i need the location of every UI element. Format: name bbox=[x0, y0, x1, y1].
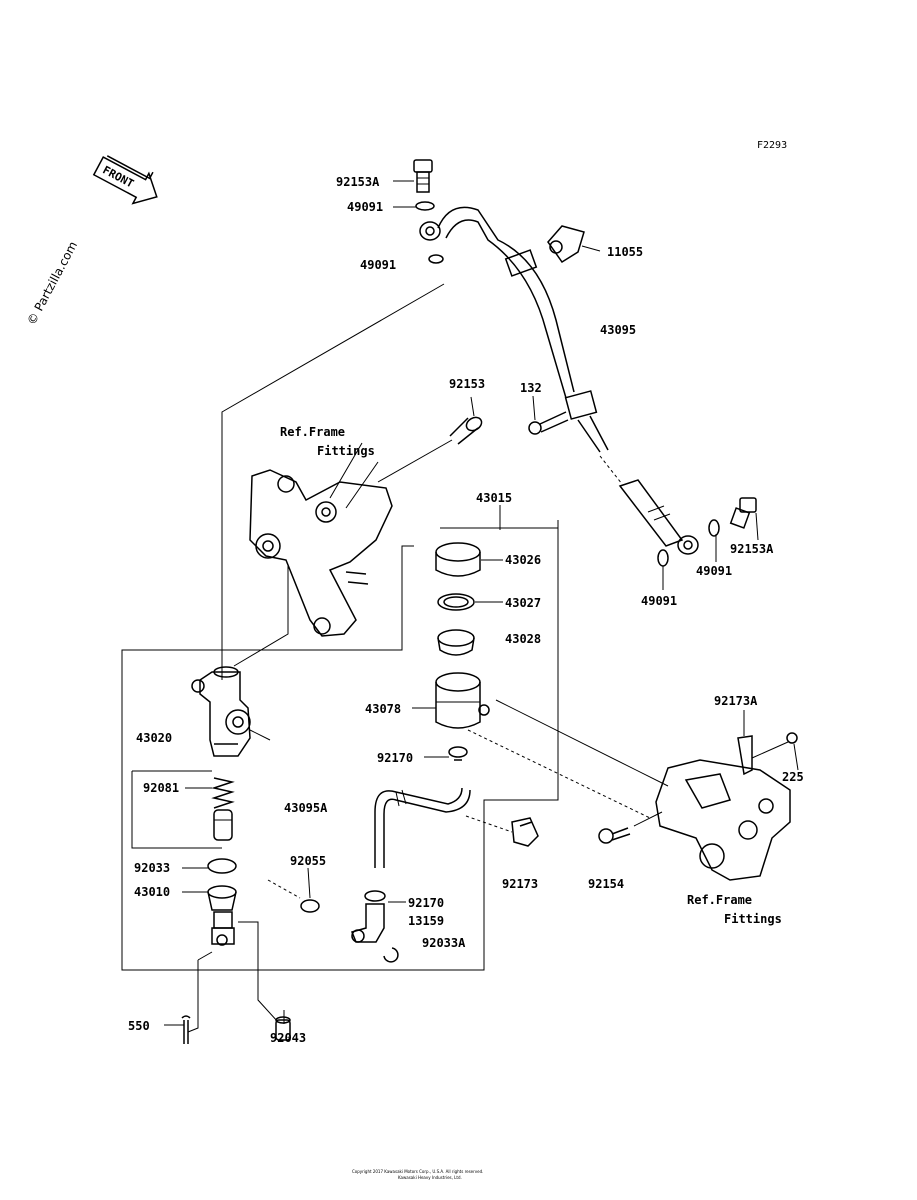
part-labels: 92153A 49091 49091 11055 43095 92153 132… bbox=[128, 175, 804, 1045]
hose-fitting-mid bbox=[504, 249, 538, 277]
circlip-92033A bbox=[383, 947, 399, 963]
footrest-bracket-upper bbox=[249, 469, 393, 637]
label-225: 225 bbox=[782, 770, 804, 784]
label-43026: 43026 bbox=[505, 553, 541, 567]
spring-92081 bbox=[211, 777, 235, 809]
banjo-fitting-lower bbox=[677, 535, 699, 555]
label-43028: 43028 bbox=[505, 632, 541, 646]
bolt-92153 bbox=[377, 416, 483, 483]
footer-line-1: Copyright 2017 Kawasaki Motors Corp., U.… bbox=[352, 1169, 483, 1174]
banjo-bolt-lower bbox=[729, 497, 757, 529]
reservoir-43078 bbox=[435, 672, 490, 729]
bolt-92154 bbox=[598, 827, 631, 844]
plate-43027 bbox=[437, 593, 475, 611]
label-43010: 43010 bbox=[134, 885, 170, 899]
push-rod-clevis bbox=[211, 911, 235, 946]
label-550: 550 bbox=[128, 1019, 150, 1033]
label-49091-c: 49091 bbox=[696, 564, 732, 578]
label-92055: 92055 bbox=[290, 854, 326, 868]
hose-clamp-92170-bottom bbox=[364, 890, 386, 902]
washer-top-b bbox=[428, 254, 444, 264]
cotter-pin-550 bbox=[181, 1015, 191, 1044]
bracket-92173A bbox=[737, 735, 753, 776]
footer-line-2: Kawasaki Heavy Industries, Ltd. bbox=[398, 1175, 462, 1180]
leader-lines bbox=[121, 180, 799, 1033]
reservoir-cap-43026 bbox=[435, 542, 481, 577]
label-ref-frame-1b: Fittings bbox=[317, 444, 375, 458]
washer-lower-a bbox=[708, 519, 720, 537]
elbow-fitting-13159 bbox=[350, 903, 385, 943]
label-43015: 43015 bbox=[476, 491, 512, 505]
label-11055: 11055 bbox=[607, 245, 643, 259]
washer-top-a bbox=[415, 201, 435, 211]
label-49091-a: 49091 bbox=[347, 200, 383, 214]
label-92170-a: 92170 bbox=[377, 751, 413, 765]
master-cylinder-body bbox=[191, 666, 251, 757]
clamp-92173 bbox=[511, 817, 539, 847]
front-arrow-icon: FRONT bbox=[92, 155, 158, 205]
figure-code: F2293 bbox=[757, 140, 787, 151]
label-43020: 43020 bbox=[136, 731, 172, 745]
bolt-132 bbox=[528, 411, 569, 435]
label-49091-b: 49091 bbox=[360, 258, 396, 272]
label-43095: 43095 bbox=[600, 323, 636, 337]
diaphragm-43028 bbox=[437, 629, 475, 656]
label-92170-b: 92170 bbox=[408, 896, 444, 910]
circlip-92033 bbox=[207, 858, 237, 874]
label-ref-frame-2a: Ref.Frame bbox=[687, 893, 752, 907]
bolt-225 bbox=[751, 732, 798, 759]
label-13159: 13159 bbox=[408, 914, 444, 928]
label-43027: 43027 bbox=[505, 596, 541, 610]
hose-fitting-lower bbox=[564, 390, 598, 420]
reservoir-hose-43095A bbox=[374, 787, 471, 868]
label-43095A: 43095A bbox=[284, 801, 328, 815]
label-92033A: 92033A bbox=[422, 936, 466, 950]
hose-clamp-92170-top bbox=[448, 746, 468, 761]
front-arrow-label: FRONT bbox=[101, 163, 137, 190]
label-92173A: 92173A bbox=[714, 694, 758, 708]
label-43078: 43078 bbox=[365, 702, 401, 716]
label-ref-frame-2b: Fittings bbox=[724, 912, 782, 926]
boot-43010 bbox=[207, 885, 237, 911]
banjo-fitting-top bbox=[419, 221, 441, 241]
label-92081: 92081 bbox=[143, 781, 179, 795]
label-92173: 92173 bbox=[502, 877, 538, 891]
footrest-bracket-lower bbox=[655, 759, 791, 881]
partzilla-watermark: © Partzilla.com bbox=[24, 239, 80, 327]
oring-92055 bbox=[300, 899, 320, 913]
label-92153: 92153 bbox=[449, 377, 485, 391]
washer-lower-b bbox=[657, 549, 669, 567]
label-92033: 92033 bbox=[134, 861, 170, 875]
brake-hose-43095 bbox=[437, 206, 575, 399]
label-92154: 92154 bbox=[588, 877, 624, 891]
label-92153A-right: 92153A bbox=[730, 542, 774, 556]
banjo-bolt-top bbox=[413, 159, 433, 193]
piston-43020 bbox=[213, 809, 233, 841]
label-92043: 92043 bbox=[270, 1031, 306, 1045]
label-49091-d: 49091 bbox=[641, 594, 677, 608]
label-92153A-top: 92153A bbox=[336, 175, 380, 189]
label-132: 132 bbox=[520, 381, 542, 395]
hose-lower-segment bbox=[618, 479, 684, 547]
hose-clamp-11055 bbox=[547, 225, 585, 264]
label-ref-frame-1a: Ref.Frame bbox=[280, 425, 345, 439]
